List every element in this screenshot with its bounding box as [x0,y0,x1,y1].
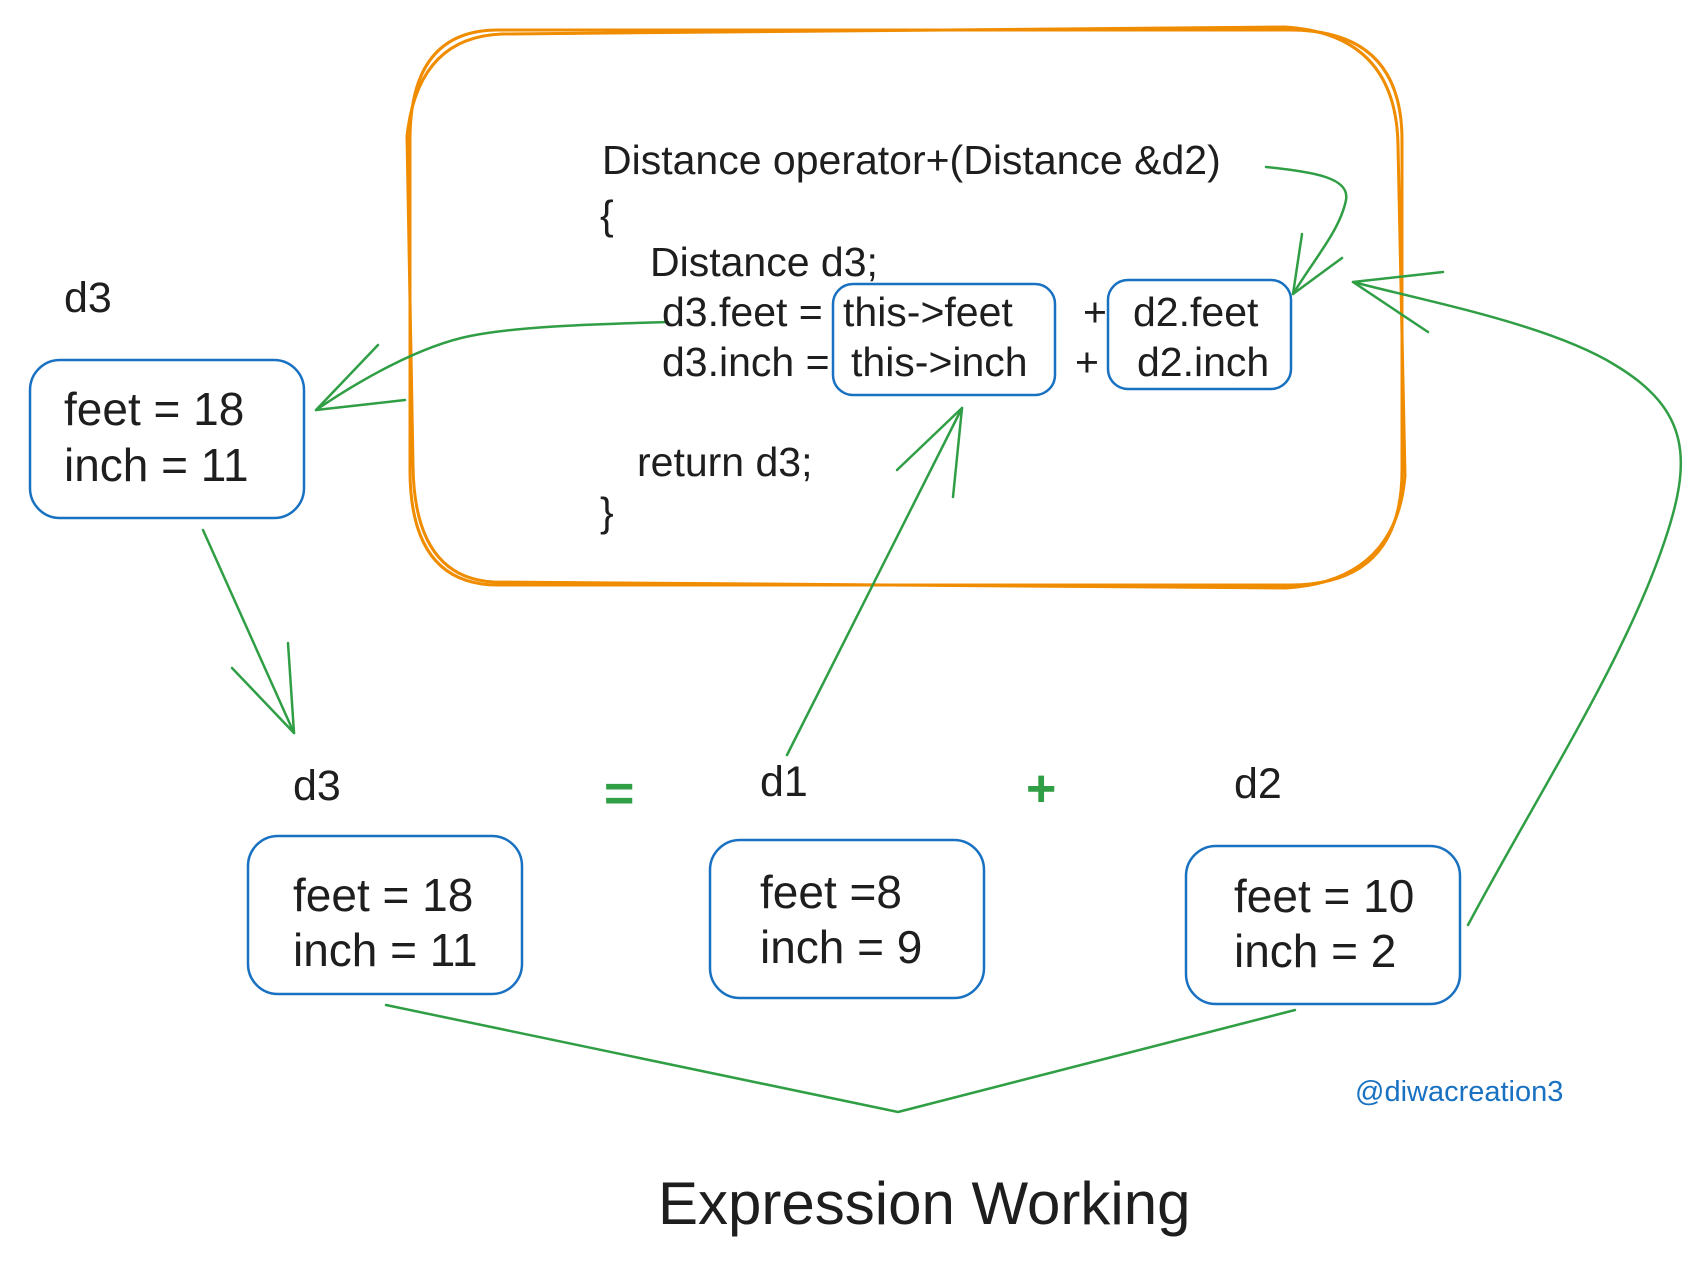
code-this-inch: this->inch [851,339,1028,385]
plus-sign: + [1026,760,1057,818]
d2-members-highlight [1106,278,1293,391]
arrow-d1-to-this-head [895,406,964,499]
code-inch-plus: + [1075,339,1099,385]
arrow-d2-to-members [1351,280,1682,927]
equals-sign: = [604,765,635,823]
arrow-d3-down-head [230,641,296,735]
result-d3-feet: feet = 18 [64,383,245,435]
code-feet-lhs: d3.feet = [662,289,835,335]
expr-d1-label: d1 [760,758,808,806]
code-d2-feet: d2.feet [1133,289,1259,335]
code-feet-plus: + [1083,289,1107,335]
code-d2-inch: d2.inch [1137,339,1270,385]
function-frame-sketch [405,25,1407,590]
result-d3-box [28,358,306,520]
arrow-d3-down [201,528,296,735]
code-return: return d3; [637,439,813,485]
result-d3-label: d3 [64,274,112,322]
author-credit: @diwacreation3 [1355,1076,1564,1108]
expr-d1-feet: feet =8 [760,866,902,918]
code-inch-lhs: d3.inch = [662,339,841,385]
diagram-caption: Expression Working [658,1170,1191,1237]
expr-d3-feet: feet = 18 [293,869,474,921]
expr-d2-feet: feet = 10 [1234,870,1415,922]
code-signature: Distance operator+(Distance &d2) [602,137,1221,183]
expr-d3-label: d3 [293,762,341,810]
code-this-feet: this->feet [843,289,1013,335]
code-close-brace: } [600,489,614,535]
expr-d3-inch: inch = 11 [293,924,478,976]
expr-d1-inch: inch = 9 [760,921,923,973]
result-d3-inch: inch = 11 [64,439,249,491]
arrow-result-to-d3 [314,320,670,412]
arrow-d1-to-this [785,406,964,757]
expr-d1-box [708,838,986,1000]
expr-d2-box [1184,844,1462,1006]
arrow-d2-to-members-head [1351,270,1445,334]
expr-d2-inch: inch = 2 [1234,925,1397,977]
code-declare-d3: Distance d3; [650,239,878,285]
expr-d2-label: d2 [1234,760,1282,808]
this-members-highlight [831,282,1057,397]
arrow-param-to-d2-head [1291,232,1344,296]
expression-brace [384,1003,1297,1114]
arrow-param-to-d2 [1264,165,1348,296]
code-open-brace: { [600,192,614,238]
expr-d3-box [246,834,524,996]
arrow-result-to-d3-head [314,343,407,412]
